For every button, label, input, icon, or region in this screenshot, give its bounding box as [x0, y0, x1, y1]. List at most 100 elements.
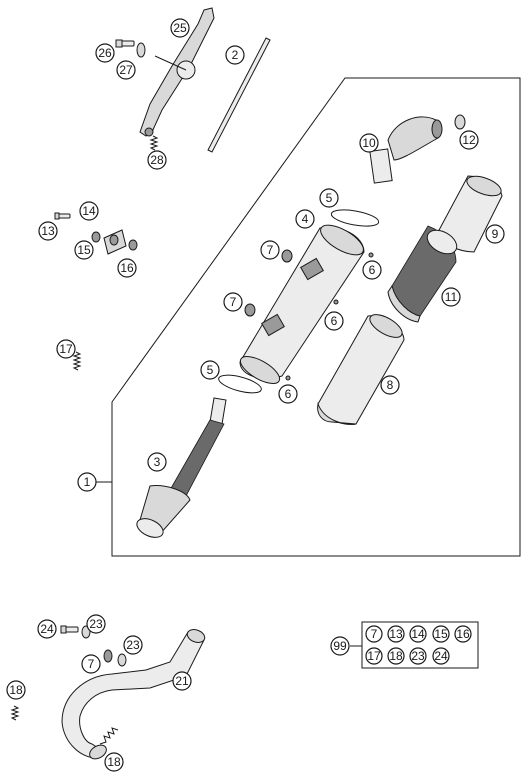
callout-99: 99 [330, 636, 350, 656]
svg-text:16: 16 [456, 627, 470, 641]
callout-14: 14 [79, 201, 99, 221]
svg-text:25: 25 [173, 21, 187, 35]
heat-shield-strip-part [207, 37, 271, 153]
spring-part [99, 727, 119, 745]
svg-text:10: 10 [362, 136, 376, 150]
bolt-part [115, 39, 135, 48]
gasket-ring-part [218, 374, 262, 394]
svg-text:6: 6 [285, 387, 292, 401]
rivet-part [368, 252, 374, 258]
kit-box [361, 621, 479, 669]
header-grommet-part [103, 649, 113, 663]
spring-part [72, 351, 82, 371]
callout-18: 18 [6, 680, 26, 700]
callout-10: 10 [359, 133, 379, 153]
svg-text:16: 16 [120, 261, 134, 275]
svg-text:18: 18 [9, 683, 23, 697]
callout-27: 27 [116, 60, 136, 80]
svg-text:7: 7 [230, 295, 237, 309]
svg-text:2: 2 [232, 48, 239, 62]
kit-item: 15 [432, 625, 450, 643]
callout-23: 23 [123, 635, 143, 655]
svg-text:5: 5 [326, 191, 333, 205]
svg-text:17: 17 [367, 649, 381, 663]
svg-text:28: 28 [150, 153, 164, 167]
callout-18: 18 [104, 752, 124, 772]
callout-7: 7 [81, 654, 101, 674]
callout-1: 1 [77, 472, 97, 492]
callout-21: 21 [172, 671, 192, 691]
kit-item: 16 [454, 625, 472, 643]
callout-13: 13 [38, 221, 58, 241]
svg-text:3: 3 [154, 455, 161, 469]
callout-15: 15 [74, 240, 94, 260]
header-pipe-part [61, 629, 206, 760]
callout-5: 5 [200, 360, 220, 380]
kit-item: 24 [432, 647, 450, 665]
callout-8: 8 [380, 375, 400, 395]
svg-text:9: 9 [492, 227, 499, 241]
rubber-grommet-part [281, 249, 293, 263]
svg-text:23: 23 [89, 617, 103, 631]
callout-4: 4 [295, 209, 315, 229]
rubber-grommet-part [91, 231, 101, 243]
rivet-part [285, 375, 291, 381]
rivet-part [333, 299, 339, 305]
bracket-part [139, 7, 215, 137]
svg-text:23: 23 [126, 638, 140, 652]
kit-item: 18 [387, 647, 405, 665]
svg-text:26: 26 [98, 46, 112, 60]
callout-11: 11 [441, 287, 461, 307]
callout-28: 28 [147, 150, 167, 170]
spring-part [10, 705, 20, 721]
callout-12: 12 [459, 130, 479, 150]
svg-text:7: 7 [88, 657, 95, 671]
perforated-core-part [387, 225, 458, 323]
callout-5: 5 [319, 188, 339, 208]
silencer-assembly-frame [111, 77, 521, 557]
mount-clamp-part [103, 229, 127, 255]
grommet-part [128, 239, 138, 251]
header-washer-part [117, 653, 127, 667]
svg-text:15: 15 [77, 243, 91, 257]
svg-text:1: 1 [84, 475, 91, 489]
rubber-grommet-part [244, 303, 256, 317]
svg-text:7: 7 [371, 627, 378, 641]
svg-text:13: 13 [389, 627, 403, 641]
svg-text:21: 21 [175, 674, 189, 688]
end-plug-part [454, 114, 466, 130]
kit-item: 14 [409, 625, 427, 643]
svg-text:8: 8 [387, 378, 394, 392]
callout-6: 6 [324, 311, 344, 331]
callout-16: 16 [117, 258, 137, 278]
svg-text:13: 13 [41, 224, 55, 238]
callout-26: 26 [95, 43, 115, 63]
inlet-cone-part [136, 397, 227, 538]
end-cap-part [369, 116, 443, 184]
callout-6: 6 [278, 384, 298, 404]
svg-text:14: 14 [411, 627, 425, 641]
svg-text:12: 12 [462, 133, 476, 147]
svg-text:18: 18 [107, 755, 121, 769]
svg-text:6: 6 [369, 263, 376, 277]
spring-part [149, 135, 159, 151]
callout-9: 9 [485, 224, 505, 244]
svg-text:5: 5 [207, 363, 214, 377]
svg-text:18: 18 [389, 649, 403, 663]
svg-text:15: 15 [434, 627, 448, 641]
svg-text:24: 24 [40, 622, 54, 636]
callout-23: 23 [86, 614, 106, 634]
washer-part [136, 42, 146, 58]
callout-2: 2 [225, 45, 245, 65]
outer-sleeve-part [317, 314, 405, 425]
svg-text:7: 7 [267, 243, 274, 257]
callout-24: 24 [37, 619, 57, 639]
kit-item: 13 [387, 625, 405, 643]
small-bolt-part [54, 212, 71, 220]
kit-item: 23 [409, 647, 427, 665]
svg-text:11: 11 [445, 290, 458, 304]
callout-17: 17 [56, 339, 76, 359]
callout-25: 25 [170, 18, 190, 38]
kit-item: 17 [365, 647, 383, 665]
